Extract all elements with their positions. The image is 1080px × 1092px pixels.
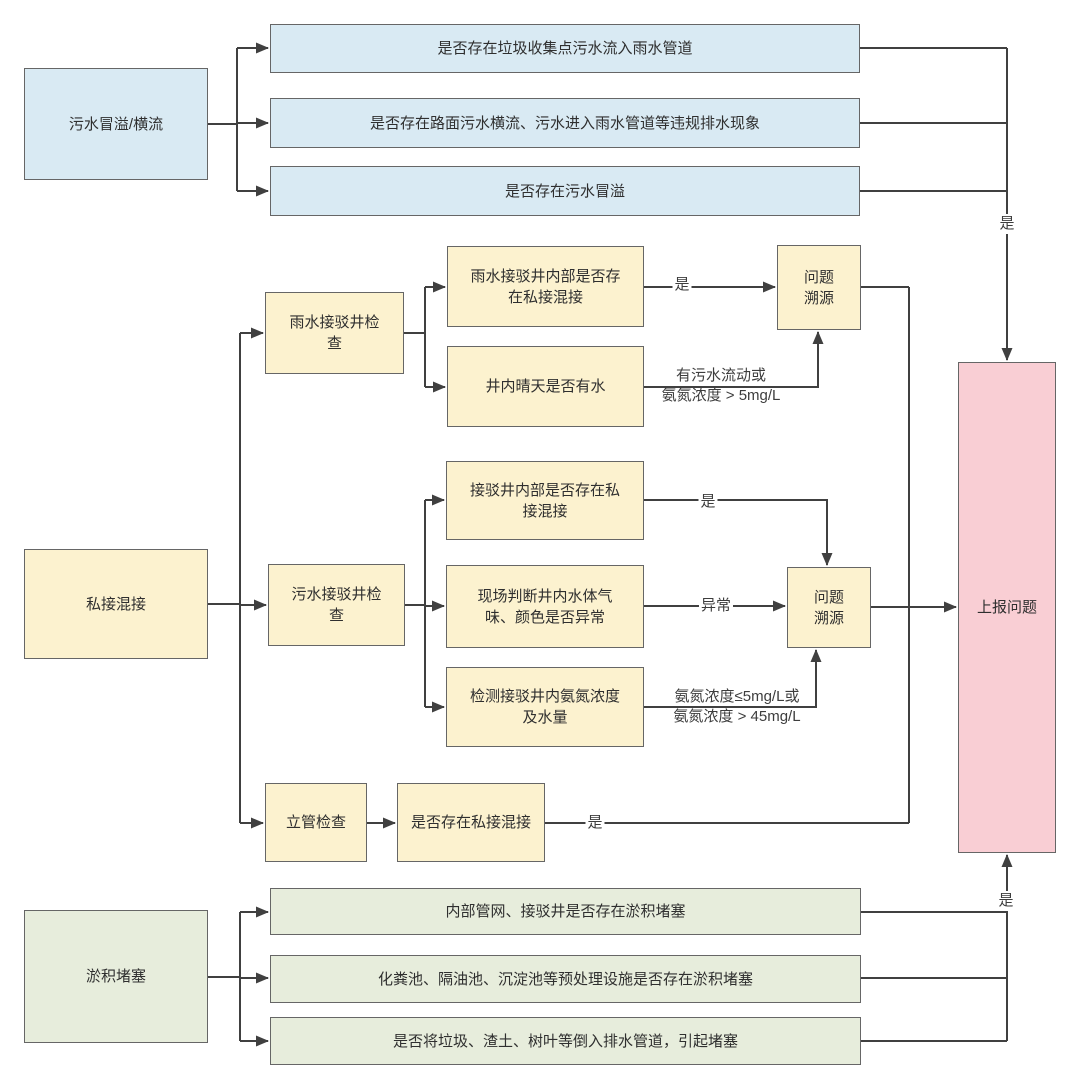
edge-label-ammonia-condition-line2: 氨氮浓度 > 45mg/L <box>673 708 801 725</box>
node-silt-check-1: 内部管网、接驳井是否存在淤积堵塞 <box>270 888 861 935</box>
node-report: 上报问题 <box>958 362 1056 853</box>
node-trace-2-label: 问题溯源 <box>813 588 844 627</box>
node-sewage-ammonia-label: 检测接驳井内氨氮浓度及水量 <box>469 688 620 726</box>
node-riser-inspect: 立管检查 <box>265 783 367 862</box>
node-overflow-check-3-label: 是否存在污水冒溢 <box>504 182 625 200</box>
node-overflow-check-1-label: 是否存在垃圾收集点污水流入雨水管道 <box>437 40 693 57</box>
node-silt-root: 淤积堵塞 <box>24 910 208 1043</box>
edge-label-yes-sewage-private: 是 <box>698 492 718 512</box>
node-trace-1: 问题溯源 <box>777 245 861 330</box>
node-report-label: 上报问题 <box>976 599 1037 616</box>
node-silt-check-2-label: 化粪池、隔油池、沉淀池等预处理设施是否存在淤积堵塞 <box>377 970 753 988</box>
node-overflow-check-3: 是否存在污水冒溢 <box>270 166 860 216</box>
node-sewage-well-inspect: 污水接驳井检查 <box>268 564 405 646</box>
node-mixed-root-label: 私接混接 <box>85 595 146 613</box>
node-trace-2: 问题溯源 <box>787 567 871 648</box>
node-rain-well-private-label: 雨水接驳井内部是否存在私接混接 <box>470 267 621 306</box>
node-riser-private-label: 是否存在私接混接 <box>410 814 531 831</box>
node-overflow-check-2-label: 是否存在路面污水横流、污水进入雨水管道等违规排水现象 <box>369 114 760 132</box>
node-rain-well-inspect-label: 雨水接驳井检查 <box>289 314 380 352</box>
node-trace-1-label: 问题溯源 <box>803 268 834 307</box>
node-sewage-private: 接驳井内部是否存在私接混接 <box>446 461 644 540</box>
node-overflow-check-2: 是否存在路面污水横流、污水进入雨水管道等违规排水现象 <box>270 98 860 148</box>
node-rain-well-dry-water: 井内晴天是否有水 <box>447 346 644 427</box>
node-mixed-root: 私接混接 <box>24 549 208 659</box>
node-silt-root-label: 淤积堵塞 <box>85 968 146 985</box>
edge-label-rain-dry-condition-line1: 有污水流动或 <box>675 367 767 384</box>
node-rain-well-dry-water-label: 井内晴天是否有水 <box>485 378 606 395</box>
node-rain-well-inspect: 雨水接驳井检查 <box>265 292 404 374</box>
node-sewage-private-label: 接驳井内部是否存在私接混接 <box>469 481 620 520</box>
node-silt-check-3: 是否将垃圾、渣土、树叶等倒入排水管道，引起堵塞 <box>270 1017 861 1065</box>
edge-label-abnormal: 异常 <box>698 596 734 616</box>
edge-label-yes-riser: 是 <box>585 813 605 833</box>
edge-label-ammonia-condition-line1: 氨氮浓度≤5mg/L或 <box>674 688 800 705</box>
node-sewage-abnormal: 现场判断井内水体气味、颜色是否异常 <box>446 565 644 648</box>
node-rain-well-private: 雨水接驳井内部是否存在私接混接 <box>447 246 644 327</box>
node-riser-private: 是否存在私接混接 <box>397 783 545 862</box>
node-sewage-ammonia: 检测接驳井内氨氮浓度及水量 <box>446 667 644 747</box>
edge-label-rain-dry-condition-line2: 氨氮浓度 > 5mg/L <box>661 387 781 404</box>
node-silt-check-1-label: 内部管网、接驳井是否存在淤积堵塞 <box>445 903 686 920</box>
edge-label-rain-dry-condition: 有污水流动或 氨氮浓度 > 5mg/L <box>660 366 783 406</box>
node-overflow-root: 污水冒溢/横流 <box>24 68 208 180</box>
node-riser-inspect-label: 立管检查 <box>285 814 346 831</box>
edge-label-ammonia-condition: 氨氮浓度≤5mg/L或 氨氮浓度 > 45mg/L <box>671 687 802 727</box>
node-overflow-root-label: 污水冒溢/横流 <box>68 115 164 133</box>
node-silt-check-2: 化粪池、隔油池、沉淀池等预处理设施是否存在淤积堵塞 <box>270 955 861 1003</box>
node-sewage-abnormal-label: 现场判断井内水体气味、颜色是否异常 <box>477 587 613 626</box>
edge-label-yes-bottom: 是 <box>996 891 1016 911</box>
node-sewage-well-inspect-label: 污水接驳井检查 <box>291 586 382 624</box>
edge-label-yes-top: 是 <box>997 214 1017 234</box>
node-overflow-check-1: 是否存在垃圾收集点污水流入雨水管道 <box>270 24 860 73</box>
edge-label-yes-rain-private: 是 <box>672 275 692 295</box>
node-silt-check-3-label: 是否将垃圾、渣土、树叶等倒入排水管道，引起堵塞 <box>392 1032 738 1050</box>
